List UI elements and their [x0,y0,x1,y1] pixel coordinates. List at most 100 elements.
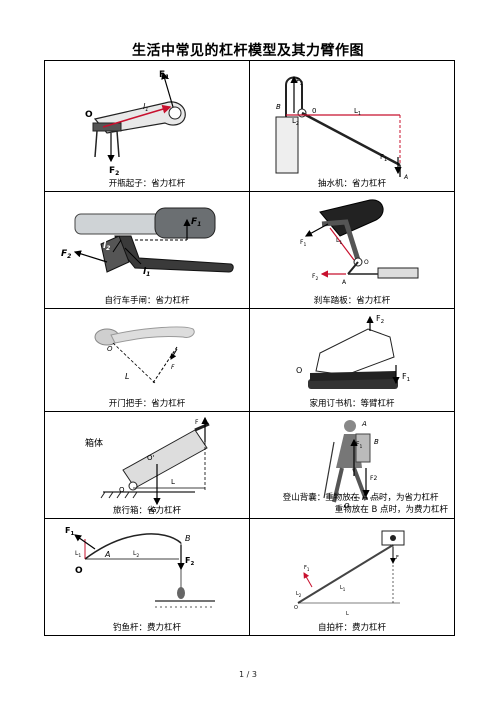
cell-water-pump: F2 B L2 0 L1 F1 A 抽水机：省力杠杆 [249,60,455,192]
suitcase-body [100,422,210,499]
f-label: F [171,364,175,371]
stapler-diagram: F2 O F1 [296,314,410,389]
f1-arrow [303,572,313,588]
stapler-body [308,328,398,389]
page-number: 1 / 3 [239,670,257,679]
l-label: L [346,611,349,617]
l-arm [112,342,156,384]
b-label: B [276,103,281,111]
l-label: L [125,372,129,381]
f2-label: F [396,555,399,561]
lever-table: F1 F2 l1 O 开瓶起子：省力杠杆 [44,60,455,636]
brake-pedal-diagram: F1 L1 F2 O A [300,199,419,286]
suitcase-diagram: 箱体 F O' O L G [85,416,210,514]
f1-label: F1 [402,372,410,383]
selfie-stick-diagram: F1 L2 F O L1 L [294,530,405,617]
b-label: B [185,534,191,543]
cell-brake-pedal: F1 L1 F2 O A 刹车踏板：省力杠杆 [249,191,455,309]
pump-body [275,76,401,177]
o-label: O [107,345,113,353]
l1-label: L1 [340,585,346,592]
a-label: A [342,279,347,286]
l1-label: L1 [336,237,342,246]
cell-suitcase: 箱体 F O' O L G 旅行箱：省力杠杆 [44,411,250,519]
table-row: F1 F2 l2 l1 自行车手闸：省力杠杆 [44,191,455,309]
o-label: 0 [312,107,316,115]
rod-body [84,533,215,608]
o-label: O [364,259,369,266]
o-label: O [296,366,302,375]
f1-label: F1 [65,526,74,537]
table-row: F1 F2 l1 O 开瓶起子：省力杠杆 [44,60,455,192]
cell-stapler: F2 O F1 家用订书机：等臂杠杆 [249,308,455,412]
f-arrow [170,348,178,360]
table-row: 箱体 F O' O L G 旅行箱：省力杠杆 [44,411,455,519]
caption: 刹车踏板：省力杠杆 [313,296,391,306]
l2-label: L2 [292,117,299,127]
caption: 钓鱼杆：费力杠杆 [112,623,181,633]
fishing-rod-diagram: F1 L1 A L2 B F2 O [65,526,215,608]
f2-label: F2 [185,556,194,567]
cell-bicycle-brake: F1 F2 l2 l1 自行车手闸：省力杠杆 [44,191,250,309]
hiker-figure [323,420,371,503]
f1-arrow [74,534,96,550]
brake-body [74,207,234,273]
f1-label: F1 [356,441,362,450]
caption: 开门把手：省力杠杆 [108,399,186,409]
backpack-diagram: A B F1 F2 O [323,420,380,510]
o-label: O [75,566,83,576]
a-label: A [361,420,367,428]
o-label: O [344,502,350,510]
f2-label: F2 [109,166,119,177]
stick-body [297,530,405,604]
box-label: 箱体 [85,437,103,449]
water-pump-diagram: F2 B L2 0 L1 F1 A [275,75,408,181]
f1-label: F1 [380,153,387,163]
caption: 自拍杆：费力杠杆 [317,623,386,633]
caption: 旅行箱：省力杠杆 [112,506,181,516]
a-label: A [403,174,408,181]
opener-body [92,101,186,158]
a-label: A [104,550,110,559]
f2-label: F2 [296,77,303,87]
bottle-opener-diagram: F1 F2 l1 O [85,70,186,177]
l2-arm [112,239,122,253]
o-label: O [85,110,93,120]
door-handle-diagram: O L F [94,326,195,384]
cell-hiking-backpack: A B F1 F2 O 登山背囊：重物放在 A 点时，为省力杠杆 重物放在 B … [249,411,455,519]
l1-label: l1 [143,102,148,113]
f1-label: F1 [300,239,306,248]
cell-door-handle: O L F 开门把手：省力杠杆 [44,308,250,412]
l1-arm [329,227,355,261]
g-label: G [151,506,156,514]
f1-label: F1 [191,217,201,228]
handle-body [94,326,195,346]
cell-bottle-opener: F1 F2 l1 O 开瓶起子：省力杠杆 [44,60,250,192]
l2-label: L2 [296,591,302,598]
o-label: O [294,605,298,611]
caption-line-1: 登山背囊：重物放在 A 点时，为省力杠杆 [282,493,439,503]
l1-label: L1 [75,550,81,559]
page-title: 生活中常见的杠杆模型及其力臂作图 [132,43,364,59]
caption: 抽水机：省力杠杆 [317,179,386,189]
cell-fishing-rod: F1 L1 A L2 B F2 O 钓鱼杆：费力杠杆 [44,518,250,636]
l2-label: l2 [103,241,110,252]
l1-arm [124,247,142,265]
f2-arrow [73,250,108,263]
caption: 登山背囊：重物放在 A 点时，为省力杠杆 重物放在 B 点时，为费力杠杆 [283,492,448,516]
caption-line-2: 重物放在 B 点时，为费力杠杆 [334,505,448,515]
bicycle-brake-diagram: F1 F2 l2 l1 [61,207,234,278]
f2-label: F2 [312,273,318,282]
caption: 自行车手闸：省力杠杆 [104,296,190,306]
f1-arrow [161,71,174,108]
caption: 家用订书机：等臂杠杆 [309,399,395,409]
f2-label: F2 [61,249,71,260]
f2-label: F2 [370,475,377,482]
l1-label: L1 [354,107,361,117]
f1-label: F1 [159,70,169,81]
o-prime-label: O' [147,454,155,462]
l-label: L [171,478,175,486]
f2-label: F2 [376,314,384,325]
o-label: O [119,486,125,494]
l1-arm [102,104,172,128]
